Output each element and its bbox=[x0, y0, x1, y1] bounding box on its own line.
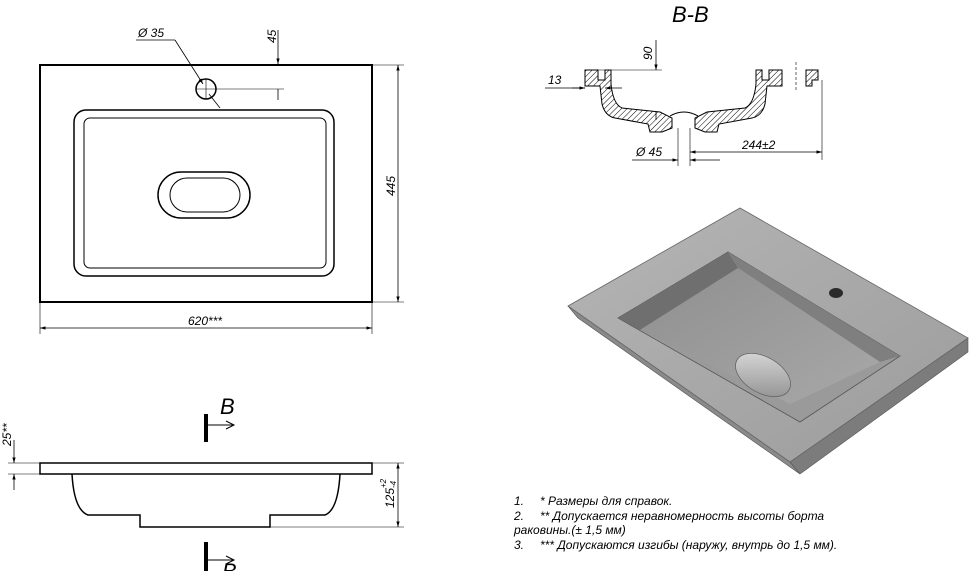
note-2-num: 2. bbox=[513, 509, 524, 523]
note-1-num: 1. bbox=[514, 494, 524, 508]
top-view: Ø 35 45 445 620*** bbox=[39, 26, 404, 334]
bowl-inner bbox=[83, 117, 327, 269]
height-tol-upper: +2 bbox=[379, 478, 388, 488]
section-marker-bottom: B bbox=[222, 559, 237, 571]
section-right bbox=[694, 69, 783, 133]
rim-thickness-label: 25** bbox=[0, 423, 14, 447]
notes: 1. * Размеры для справок. 2. ** Допускае… bbox=[513, 494, 837, 552]
section-marker-top: B bbox=[220, 394, 235, 419]
front-view: 25** 125 +2 -4 B B bbox=[0, 394, 404, 571]
drain-inner bbox=[169, 177, 241, 213]
note-3-text: *** Допускаются изгибы (наружу, внутрь д… bbox=[540, 538, 837, 552]
note-1-text: * Размеры для справок. bbox=[540, 494, 672, 508]
hole-leader bbox=[174, 39, 204, 85]
height-tol-lower: -4 bbox=[389, 480, 398, 488]
section-rim-label: 13 bbox=[548, 73, 562, 87]
section-title: B-B bbox=[672, 2, 709, 27]
drain-outer bbox=[157, 171, 251, 219]
hole-offset-label: 45 bbox=[265, 29, 279, 43]
section-view: B-B 90 13 Ø 45 244±2 bbox=[545, 2, 823, 166]
rim-profile bbox=[39, 462, 373, 475]
width-label: 620*** bbox=[188, 314, 222, 328]
section-left bbox=[584, 69, 673, 133]
iso-drain bbox=[735, 352, 791, 398]
iso-view bbox=[567, 207, 969, 475]
bowl-profile bbox=[71, 473, 341, 528]
depth-label: 445 bbox=[384, 176, 398, 196]
iso-faucet-hole bbox=[829, 288, 843, 298]
height-label: 125 bbox=[383, 488, 397, 508]
note-3-num: 3. bbox=[514, 538, 524, 552]
outline-rect bbox=[39, 64, 373, 303]
drain-diameter-label: Ø 45 bbox=[635, 145, 662, 159]
hole-diameter-label: Ø 35 bbox=[137, 26, 164, 40]
note-2-text: ** Допускается неравномерность высоты бо… bbox=[540, 509, 824, 523]
drain-offset-label: 244±2 bbox=[741, 138, 776, 152]
bowl-outer bbox=[73, 109, 335, 277]
section-depth-label: 90 bbox=[641, 46, 655, 60]
note-2b-text: раковины.(± 1,5 мм) bbox=[513, 523, 626, 537]
